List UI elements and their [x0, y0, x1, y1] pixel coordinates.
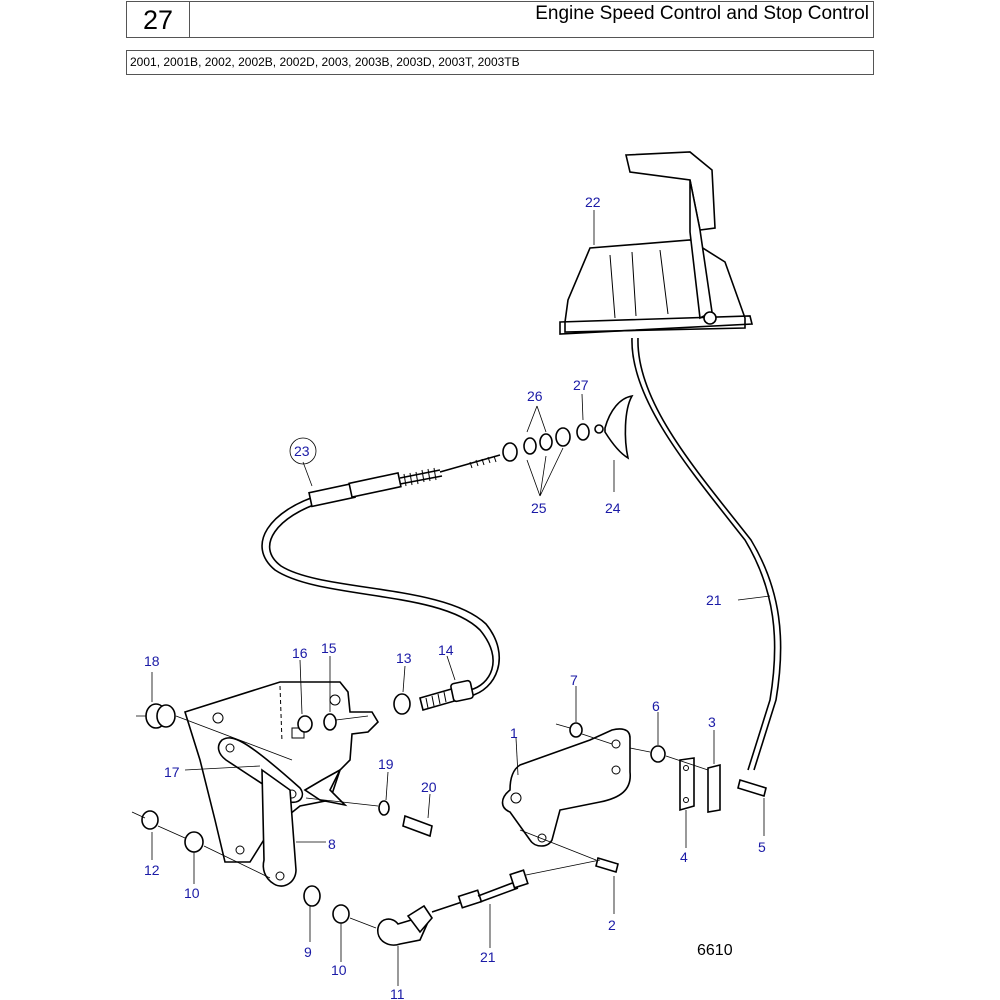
callout-23: 23 [294, 443, 310, 459]
callout-24: 24 [605, 500, 621, 516]
callout-21b: 21 [480, 949, 496, 965]
callout-14: 14 [438, 642, 454, 658]
callout-2: 2 [608, 917, 616, 933]
callout-23-circle [289, 437, 317, 465]
section-number: 27 [126, 1, 190, 38]
callout-3: 3 [708, 714, 716, 730]
callout-25: 25 [531, 500, 547, 516]
callout-11: 11 [390, 986, 405, 1000]
title-box: Engine Speed Control and Stop Control [189, 1, 874, 38]
callout-4: 4 [680, 849, 688, 865]
callout-15: 15 [321, 640, 337, 656]
callout-26: 26 [527, 388, 543, 404]
model-list: 2001, 2001B, 2002, 2002B, 2002D, 2003, 2… [126, 50, 874, 75]
callout-12: 12 [144, 862, 160, 878]
callout-17: 17 [164, 764, 180, 780]
mounting-bracket-right[interactable] [501, 728, 721, 847]
callout-10b: 10 [331, 962, 347, 978]
callout-5: 5 [758, 839, 766, 855]
callout-10a: 10 [184, 885, 200, 901]
callout-19: 19 [378, 756, 394, 772]
callout-20: 20 [421, 779, 437, 795]
callout-7: 7 [570, 672, 578, 688]
page-title: Engine Speed Control and Stop Control [535, 3, 869, 24]
speed-cable-end[interactable] [349, 859, 601, 946]
callout-27: 27 [573, 377, 589, 393]
stop-cable[interactable] [261, 394, 634, 697]
drawing-id: 6610 [697, 942, 733, 959]
callout-18: 18 [144, 653, 160, 669]
callout-22: 22 [585, 194, 601, 210]
callout-13: 13 [396, 650, 412, 666]
hardware-parts [131, 679, 767, 924]
callout-21a: 21 [706, 592, 722, 608]
callout-8: 8 [328, 836, 336, 852]
callout-labels: 1 2 3 4 5 6 7 8 9 10 10 11 12 13 14 15 1… [144, 194, 766, 1000]
callout-1: 1 [510, 725, 518, 741]
control-lever-unit[interactable] [559, 151, 782, 771]
leader-lines [151, 210, 771, 986]
callout-16: 16 [292, 645, 308, 661]
callout-6: 6 [652, 698, 660, 714]
mounting-bracket-left[interactable] [183, 681, 380, 887]
callout-9: 9 [304, 944, 312, 960]
